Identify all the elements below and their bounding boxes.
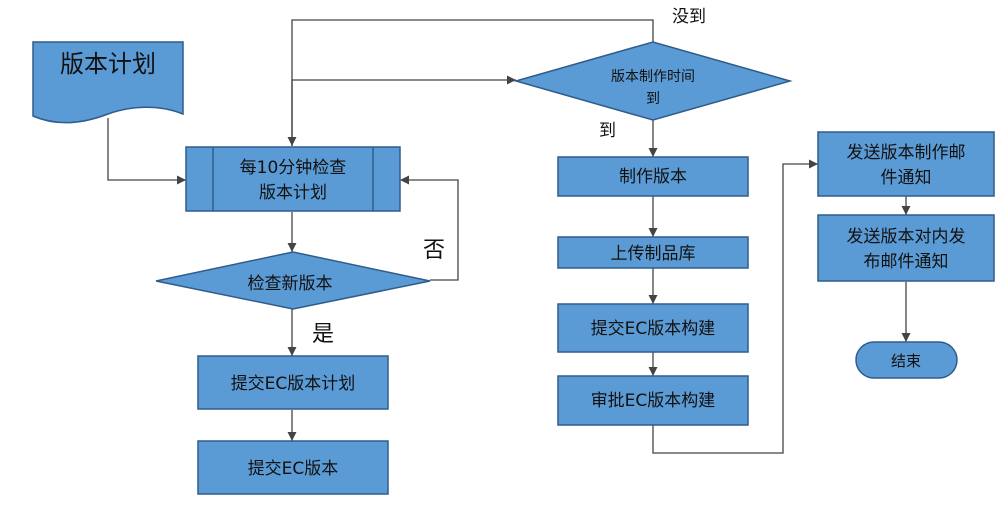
box-submit-version-shape bbox=[197, 440, 389, 495]
label-release-mail-1: 发送版本对内发 bbox=[847, 227, 966, 247]
label-make-time-1: 版本制作时间 bbox=[611, 69, 695, 85]
node-labels: 版本计划 每10分钟检查 版本计划 检查新版本 提交EC版本计划 提交EC版本 … bbox=[60, 50, 966, 479]
box-submit-plan-shape bbox=[197, 355, 389, 410]
label-make-version: 制作版本 bbox=[619, 167, 687, 187]
edge-label-yes: 是 bbox=[312, 322, 334, 347]
box-approve-build-shape bbox=[557, 375, 749, 426]
label-check-new-version: 检查新版本 bbox=[248, 274, 333, 294]
edge-label-not-arrived: 没到 bbox=[672, 7, 706, 27]
edge-check-to-time bbox=[291, 75, 516, 146]
edge-no-loop bbox=[400, 175, 459, 281]
edge-label-arrived: 到 bbox=[599, 121, 616, 141]
decision-make-time-shape bbox=[513, 41, 793, 121]
box-send-mail-shape bbox=[817, 131, 995, 197]
terminator-end-shape bbox=[855, 341, 958, 379]
label-submit-ec-build: 提交EC版本构建 bbox=[591, 319, 716, 339]
label-submit-ec-version: 提交EC版本 bbox=[248, 459, 339, 479]
edge-plan-to-check bbox=[107, 118, 186, 185]
box-make-version-shape bbox=[557, 156, 749, 197]
connectors bbox=[107, 19, 911, 454]
label-submit-ec-plan: 提交EC版本计划 bbox=[231, 374, 356, 394]
label-plan-doc: 版本计划 bbox=[60, 50, 156, 78]
label-release-mail-2: 布邮件通知 bbox=[864, 252, 949, 272]
edge-approve-to-mail bbox=[652, 159, 818, 454]
edge-label-no: 否 bbox=[423, 238, 445, 263]
label-send-mail-1: 发送版本制作邮 bbox=[847, 143, 966, 163]
label-check-plan-1: 每10分钟检查 bbox=[240, 158, 347, 178]
label-end: 结束 bbox=[891, 352, 921, 370]
box-submit-build-shape bbox=[557, 303, 749, 353]
label-make-time-2: 到 bbox=[646, 91, 660, 107]
label-send-mail-2: 件通知 bbox=[881, 168, 932, 188]
label-approve-ec-build: 审批EC版本构建 bbox=[591, 391, 716, 411]
label-check-plan-2: 版本计划 bbox=[259, 183, 327, 203]
shapes bbox=[32, 41, 995, 495]
process-check-shape bbox=[185, 146, 401, 212]
document-plan-shape bbox=[32, 41, 184, 124]
edge-not-arrived bbox=[287, 19, 654, 146]
edge-labels: 没到 到 否 是 bbox=[312, 7, 706, 347]
box-upload-shape bbox=[557, 236, 749, 269]
decision-check-new-shape bbox=[155, 251, 431, 310]
label-upload-repo: 上传制品库 bbox=[611, 244, 696, 264]
box-release-mail-shape bbox=[817, 214, 995, 282]
